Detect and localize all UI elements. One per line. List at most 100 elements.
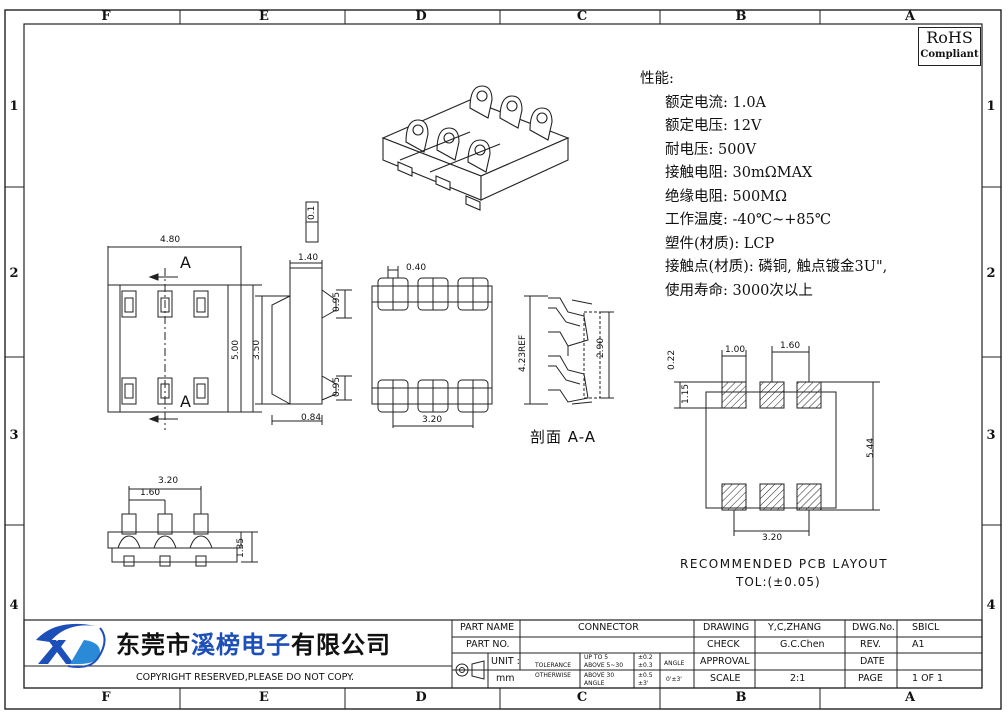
dim-pcb-width: 3.20 [762,533,783,543]
dim-side-top: 1.40 [298,253,319,263]
dim-bottom-width: 3.20 [158,476,179,486]
zone-col-d-bottom: D [415,690,427,705]
dim-bottom-height: 1.35 [236,537,246,558]
tol-range: ABOVE 5~30 [584,662,624,669]
projection-symbol [455,660,485,680]
check-value: G.C.Chen [780,639,825,650]
zone-col-a-top: A [904,9,916,24]
top-view [107,246,262,430]
part-name-value: CONNECTOR [578,622,639,633]
zone-row-3-left: 3 [9,428,19,443]
section-label: 剖面 A-A [530,428,597,446]
dim-front-top: 0.40 [406,263,427,273]
front-view [371,266,493,428]
tol-range: UP TO 5 [584,654,609,661]
dwg-no-label: DWG.No. [852,622,895,633]
drawing-label: DRAWING [703,622,750,633]
page-label: PAGE [858,673,883,684]
part-name-label: PART NAME [460,622,515,633]
zone-row-2-right: 2 [986,266,996,281]
spec-line: 额定电流: 1.0A [665,94,767,111]
section-marker-top: A [180,253,191,272]
spec-line: 接触电阻: 30mΩMAX [665,165,813,181]
part-no-label: PART NO. [466,639,510,650]
pcb-layout [674,346,880,536]
dim-side-upper-leg: 0.95 [332,291,342,312]
spec-line: 接触点(材质): 磷铜, 触点镀金3U", [665,259,888,275]
tol-range: ANGLE [584,680,605,687]
scale-label: SCALE [710,673,741,684]
dim-section-ref: 4.23REF [518,334,528,372]
section-view [524,295,614,405]
zone-row-4-left: 4 [9,598,19,613]
zone-col-b-bottom: B [735,690,747,705]
copyright-notice: COPYRIGHT RESERVED,PLEASE DO NOT COPY. [136,672,355,683]
spec-line: 使用寿命: 3000次以上 [665,282,813,299]
dim-top-height: 5.00 [231,339,241,360]
company-name-part2: 溪榜电子 [191,631,291,659]
page-value: 1 OF 1 [912,673,944,684]
company-name-part1: 东莞市 [116,631,191,659]
angle-label: ANGLE [664,660,685,667]
tol-range: ABOVE 30 [584,672,615,679]
zone-row-4-right: 4 [986,598,996,613]
dim-side-height: 3.50 [252,339,262,360]
zone-col-b-top: B [735,9,747,24]
angle-value: 0'±3' [666,676,682,683]
zone-row-1-right: 1 [986,99,996,114]
bottom-view [107,486,258,567]
pcb-layout-title: RECOMMENDED PCB LAYOUT [680,557,889,571]
company-name-part3: 有限公司 [291,631,391,659]
zone-col-e-top: E [259,9,269,24]
dim-pcb-pad-width: 1.00 [725,345,746,355]
dim-pcb-pitch: 1.60 [780,341,801,351]
rohs-subtitle: Compliant [920,49,979,60]
zone-col-c-top: C [576,9,588,24]
section-marker-bottom: A [180,392,191,411]
zone-row-3-right: 3 [986,428,996,443]
tol-value: ±0.5 [638,672,653,679]
zone-col-a-bottom: A [904,690,916,705]
company-logo [36,623,106,668]
approval-label: APPROVAL [700,656,750,667]
scale-value: 2:1 [790,673,806,684]
spec-line: 绝缘电阻: 500MΩ [665,188,788,205]
spec-list: 性能: 额定电流: 1.0A 额定电压: 12V 耐电压: 500V 接触电阻:… [640,68,887,303]
rohs-title: RoHS [926,28,973,47]
zone-row-1-left: 1 [9,99,19,114]
check-label: CHECK [707,639,740,650]
dim-side-lower-leg: 0.95 [332,376,342,397]
spec-line: 工作温度: -40℃~+85℃ [665,212,832,228]
dwg-no-value: SBICL [912,622,940,633]
tolerance-label: TOLERANCE [535,662,572,669]
side-view [255,201,352,425]
isometric-view [381,85,570,211]
tolerance-label-otherwise: OTHERWISE [535,672,571,679]
tol-value: ±0.2 [638,654,653,661]
dim-pcb-offset: 0.22 [667,349,677,370]
unit-value: mm [496,673,515,684]
zone-col-d-top: D [415,9,427,24]
zone-col-c-bottom: C [576,690,588,705]
dim-side-bottom: 0.84 [301,413,322,423]
dim-bottom-pitch: 1.60 [140,488,161,498]
rev-value: A1 [912,639,925,650]
pcb-layout-tolerance: TOL:(±0.05) [736,575,821,589]
dim-section-height: 2.90 [596,337,606,358]
spec-title: 性能: [640,71,674,87]
dim-flatness: 0.1 [307,205,317,220]
dim-front-bottom: 3.20 [422,415,443,425]
title-block-grid [23,619,983,689]
company-name: 东莞市溪榜电子有限公司 [116,625,391,660]
date-label: DATE [860,656,885,667]
unit-label: UNIT : [491,656,520,667]
drawing-value: Y,C,ZHANG [768,622,822,633]
tol-value: ±0.3 [638,662,653,669]
spec-line: 额定电压: 12V [665,118,762,134]
rohs-badge: RoHS Compliant [918,27,981,66]
zone-col-e-bottom: E [259,690,269,705]
dim-top-width: 4.80 [160,235,181,245]
zone-row-2-left: 2 [9,266,19,281]
